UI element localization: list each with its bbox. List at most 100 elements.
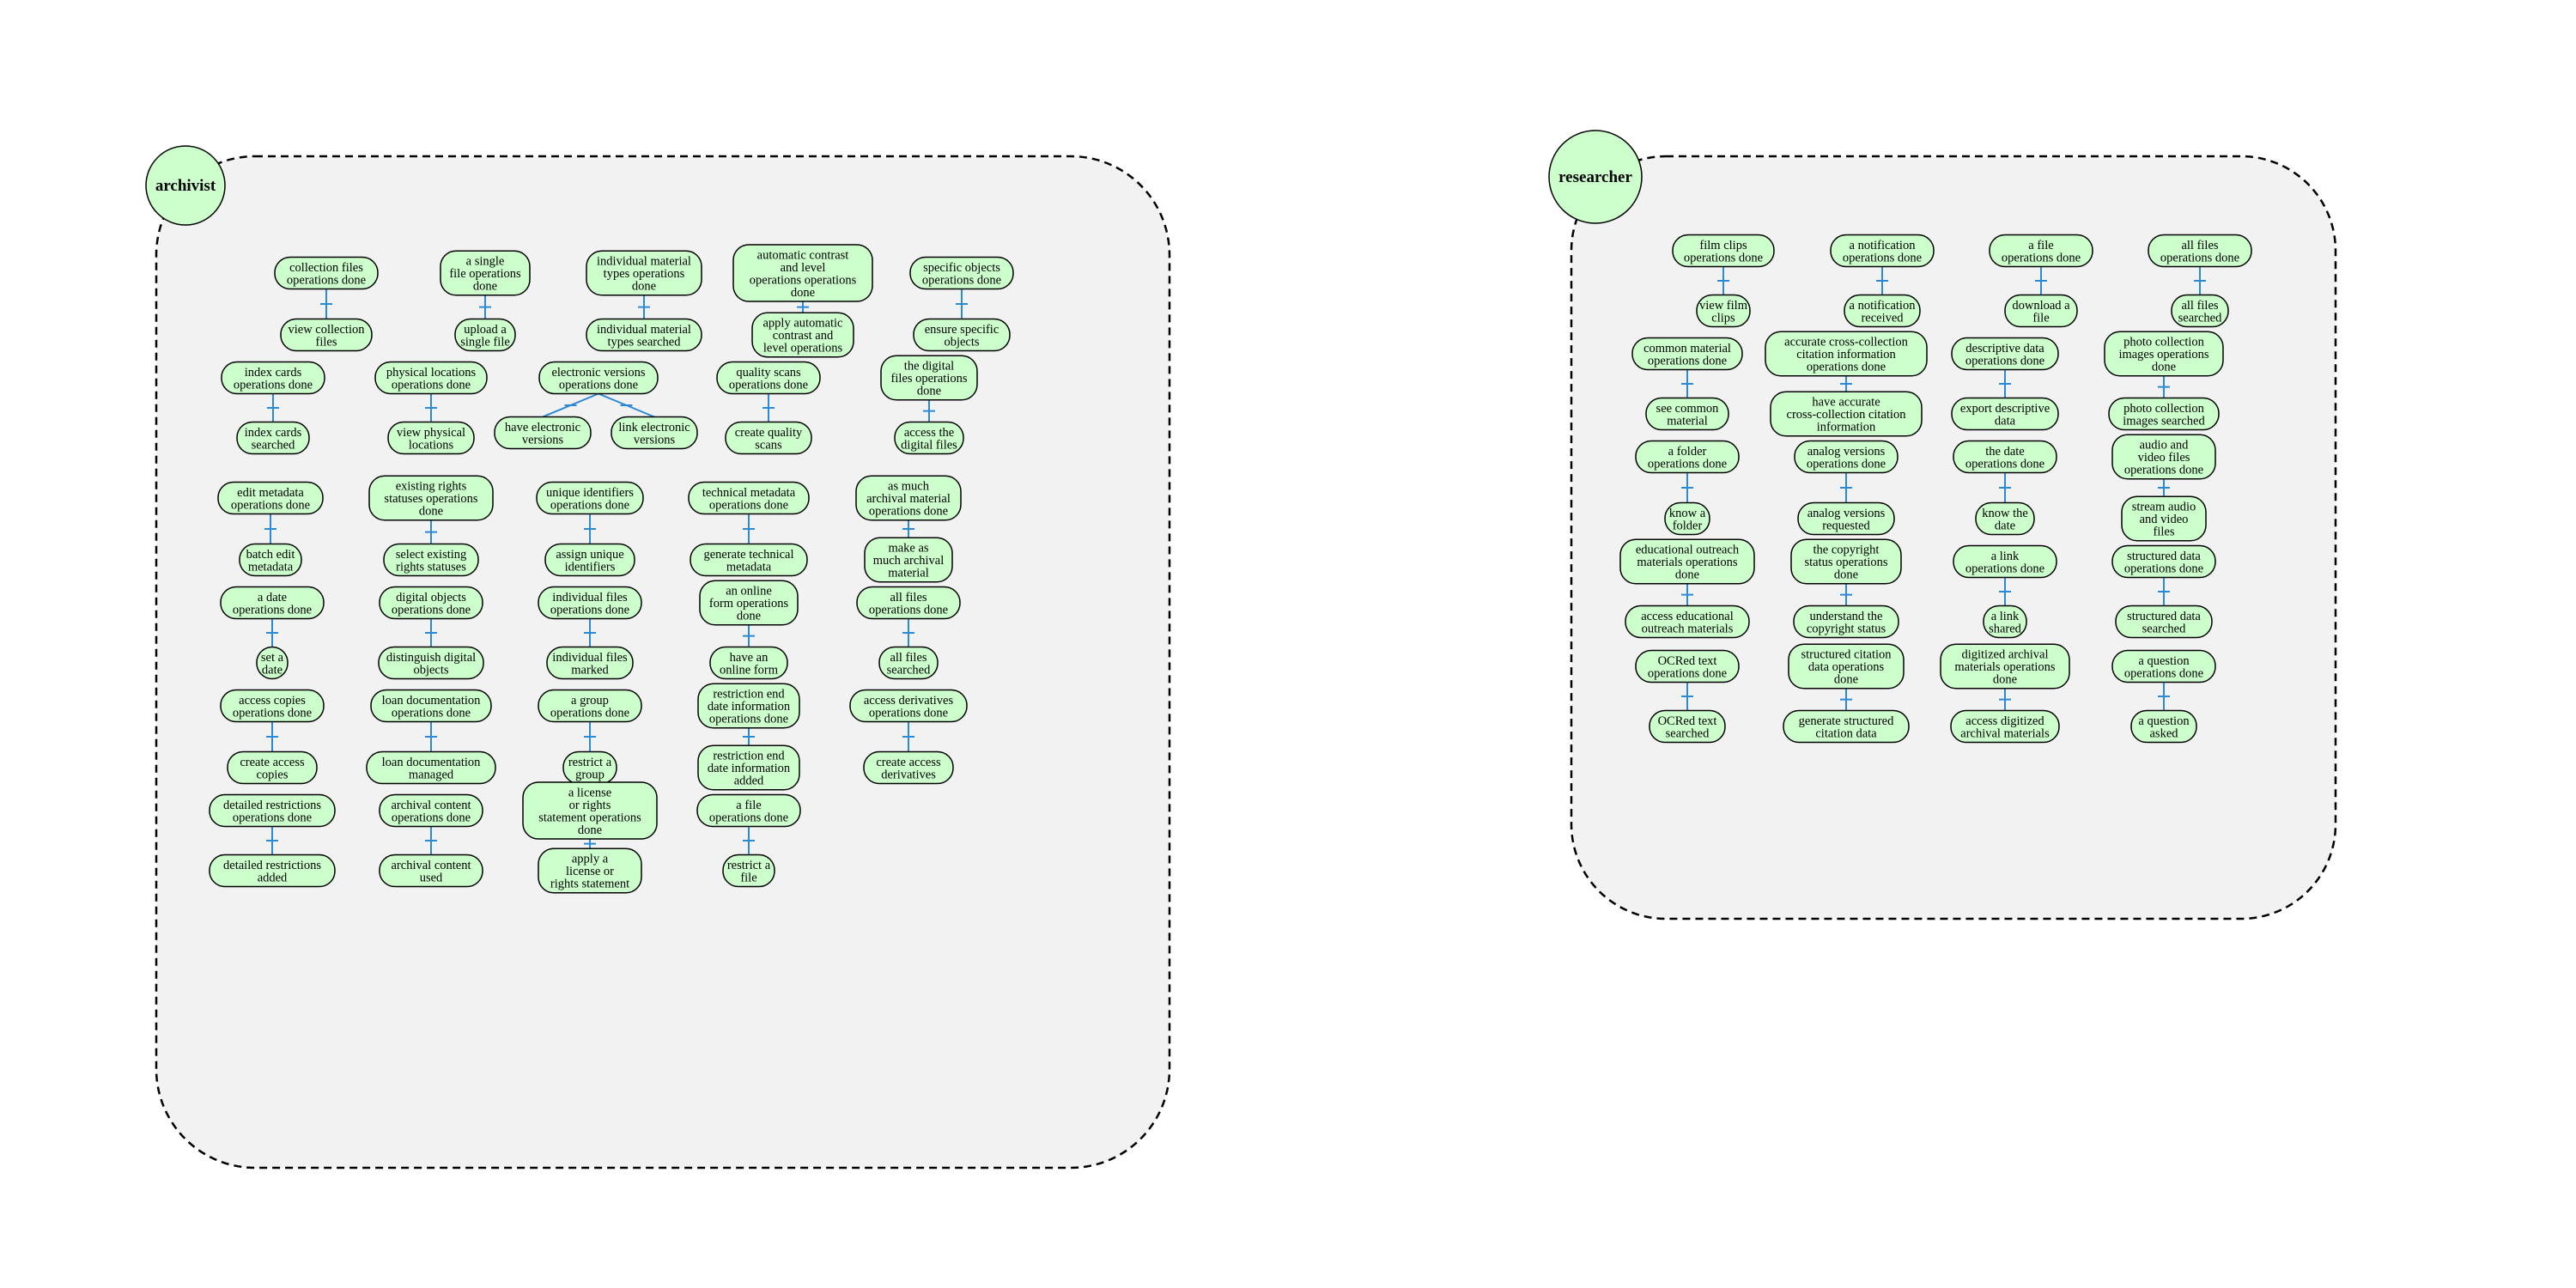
goal-node-shape (2108, 397, 2220, 431)
actor-circle (145, 145, 226, 226)
goal-node-shape (2130, 709, 2197, 744)
goal-node-shape (699, 580, 799, 626)
goal-node-shape (379, 854, 483, 888)
goal-node-shape (220, 586, 325, 620)
goal-node-shape (1951, 397, 2059, 431)
actor-label: archivist (155, 177, 216, 195)
goal-node-shape (732, 244, 873, 302)
actor-label: researcher (1558, 168, 1632, 186)
goal-node-shape (1631, 337, 1743, 371)
goal-node-shape (1765, 331, 1928, 377)
goal-node-shape (538, 361, 659, 395)
goal-node-shape (690, 543, 808, 577)
goal-node-shape (722, 854, 775, 888)
goal-node-shape (454, 318, 516, 352)
goal-node-shape (725, 421, 812, 455)
goal-node-shape (236, 421, 310, 455)
goal-node-shape (855, 475, 962, 521)
goal-node-shape (751, 312, 854, 358)
actor-boundary (1570, 155, 2337, 920)
actor-researcher: researcher (1548, 130, 1643, 224)
goal-node-shape (2115, 605, 2213, 639)
goal-node-shape (586, 318, 702, 352)
goal-node-shape (709, 646, 788, 680)
goal-node-shape (494, 416, 592, 450)
goal-node-shape (374, 361, 488, 395)
goal-node-shape (1649, 709, 1726, 744)
goal-node-shape (544, 543, 635, 577)
goal-node-shape (864, 537, 953, 583)
actor-archivist: archivist (145, 145, 226, 226)
goal-node-shape (379, 793, 483, 828)
goal-node-shape (1951, 337, 2059, 371)
goal-node-shape (538, 848, 642, 894)
goal-node-shape (1830, 234, 1935, 268)
goal-node-shape (863, 750, 954, 785)
goal-node-shape (849, 689, 968, 723)
goal-node-shape (1940, 643, 2070, 690)
goal-node-shape (2111, 544, 2216, 579)
goal-node-shape (378, 646, 484, 680)
goal-node-shape (274, 256, 379, 290)
goal-node-shape (1783, 709, 1910, 744)
goal-node-shape (538, 689, 642, 723)
goal-node-shape (1950, 709, 2060, 744)
